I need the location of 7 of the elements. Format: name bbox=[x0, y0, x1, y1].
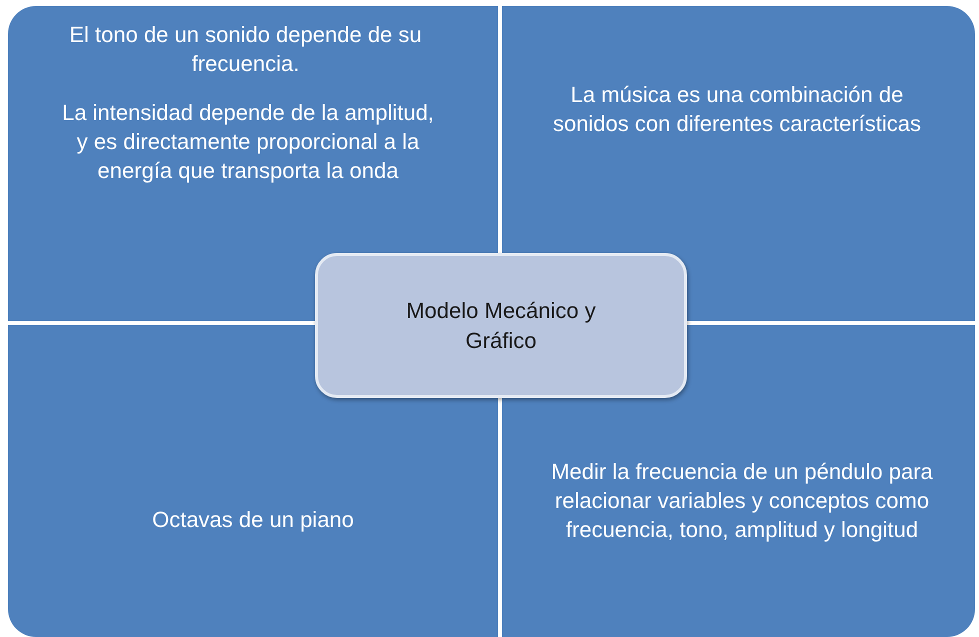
panel-text: Medir la frecuencia de un péndulo para relacionar variables y conceptos como frecuencia, tono, amplitud y longitud bbox=[550, 458, 934, 544]
center-box bbox=[315, 253, 687, 398]
panel-text: Octavas de un piano bbox=[151, 506, 355, 534]
panel-text: La música es una combinación de sonidos con diferentes características bbox=[552, 81, 922, 138]
panel-text: El tono de un sonido depende de su frecuencia. bbox=[68, 21, 423, 78]
center-text: Modelo Mecánico y Gráfico bbox=[405, 297, 597, 354]
panel-text: La intensidad depende de la amplitud, y es directamente proporcional a la energía que transporta la onda bbox=[61, 99, 435, 186]
